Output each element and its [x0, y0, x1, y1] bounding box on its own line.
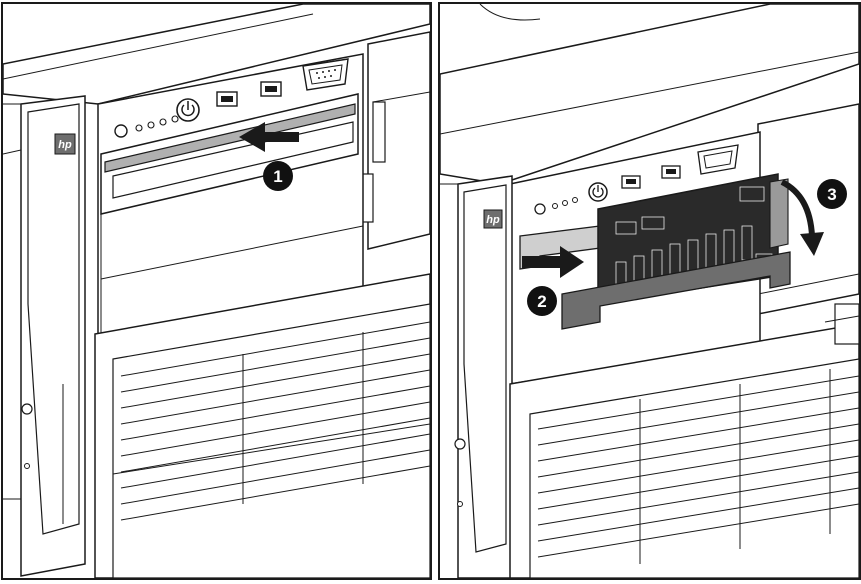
uid-button-icon — [534, 203, 546, 215]
push-arrow-icon — [239, 122, 299, 152]
hp-logo — [483, 209, 503, 229]
step-1-panel: 1 hp — [1, 2, 432, 580]
vga-port-icon — [697, 144, 739, 175]
step-3-badge: 3 — [817, 179, 847, 209]
led-icon — [171, 115, 179, 123]
bay-blank — [104, 103, 356, 173]
step-1-label: 1 — [273, 167, 282, 186]
step-3-label: 3 — [827, 185, 836, 204]
thumbscrew-icon — [21, 403, 33, 415]
vga-port-icon — [302, 58, 349, 91]
board-bracket — [561, 251, 791, 330]
chassis-top — [3, 4, 430, 105]
ventilation-grille — [120, 321, 430, 521]
led-icon — [135, 124, 143, 132]
hp-logo — [54, 133, 76, 155]
chassis-top — [440, 4, 859, 185]
power-button-icon — [176, 98, 200, 122]
pull-arrow-icon — [522, 246, 584, 278]
thumbscrew-icon — [454, 438, 466, 450]
server-front-illustration-left: 1 hp — [3, 4, 430, 578]
power-button-icon — [588, 182, 608, 202]
rotate-arrow-icon — [780, 179, 824, 256]
step-2-badge: 2 — [527, 286, 557, 316]
hp-logo-text: hp — [486, 214, 500, 226]
step-1-badge: 1 — [263, 161, 293, 191]
step-2-3-panel: hp — [438, 2, 861, 580]
ventilation-grille — [537, 369, 859, 564]
led-icon — [159, 118, 167, 126]
step-2-label: 2 — [537, 292, 546, 311]
uid-button-icon — [114, 124, 128, 138]
server-front-illustration-right: hp — [440, 4, 859, 578]
hp-logo-text: hp — [58, 139, 72, 151]
led-icon — [147, 121, 155, 129]
